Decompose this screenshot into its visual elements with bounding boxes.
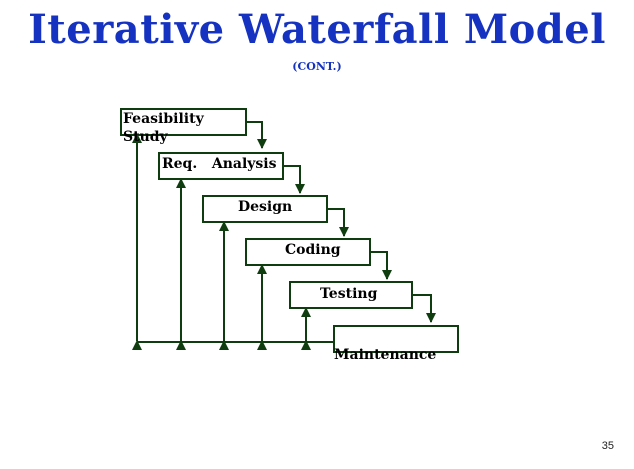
flow-arrow-coding-to-testing <box>371 251 392 280</box>
phase-box-design <box>202 195 328 223</box>
flow-arrow-testing-to-maintenance <box>413 294 436 323</box>
phase-label-maintenance: Maintenance <box>334 347 437 363</box>
phase-box-testing <box>289 281 413 309</box>
phase-box-feasibility-study <box>120 108 247 136</box>
slide-subtitle: (CONT.) <box>292 60 342 73</box>
phase-box-requirements-analysis <box>158 152 284 180</box>
slide-page-number: 35 <box>601 440 614 452</box>
phase-label-coding: Coding <box>285 242 341 258</box>
phase-box-maintenance <box>333 325 459 353</box>
slide-title: Iterative Waterfall Model <box>28 6 606 53</box>
flow-arrow-requirements-to-design <box>284 165 305 194</box>
phase-label-study: Study <box>123 129 168 145</box>
flow-arrow-design-to-coding <box>328 208 349 237</box>
phase-label-design: Design <box>238 199 293 215</box>
flow-arrow-feasibility-to-requirements <box>247 121 267 149</box>
phase-label-feasibility: Feasibility <box>123 111 204 127</box>
phase-label-requirements-analysis: Req. Analysis <box>162 156 277 172</box>
phase-label-testing: Testing <box>320 286 378 302</box>
phase-box-coding <box>245 238 371 266</box>
